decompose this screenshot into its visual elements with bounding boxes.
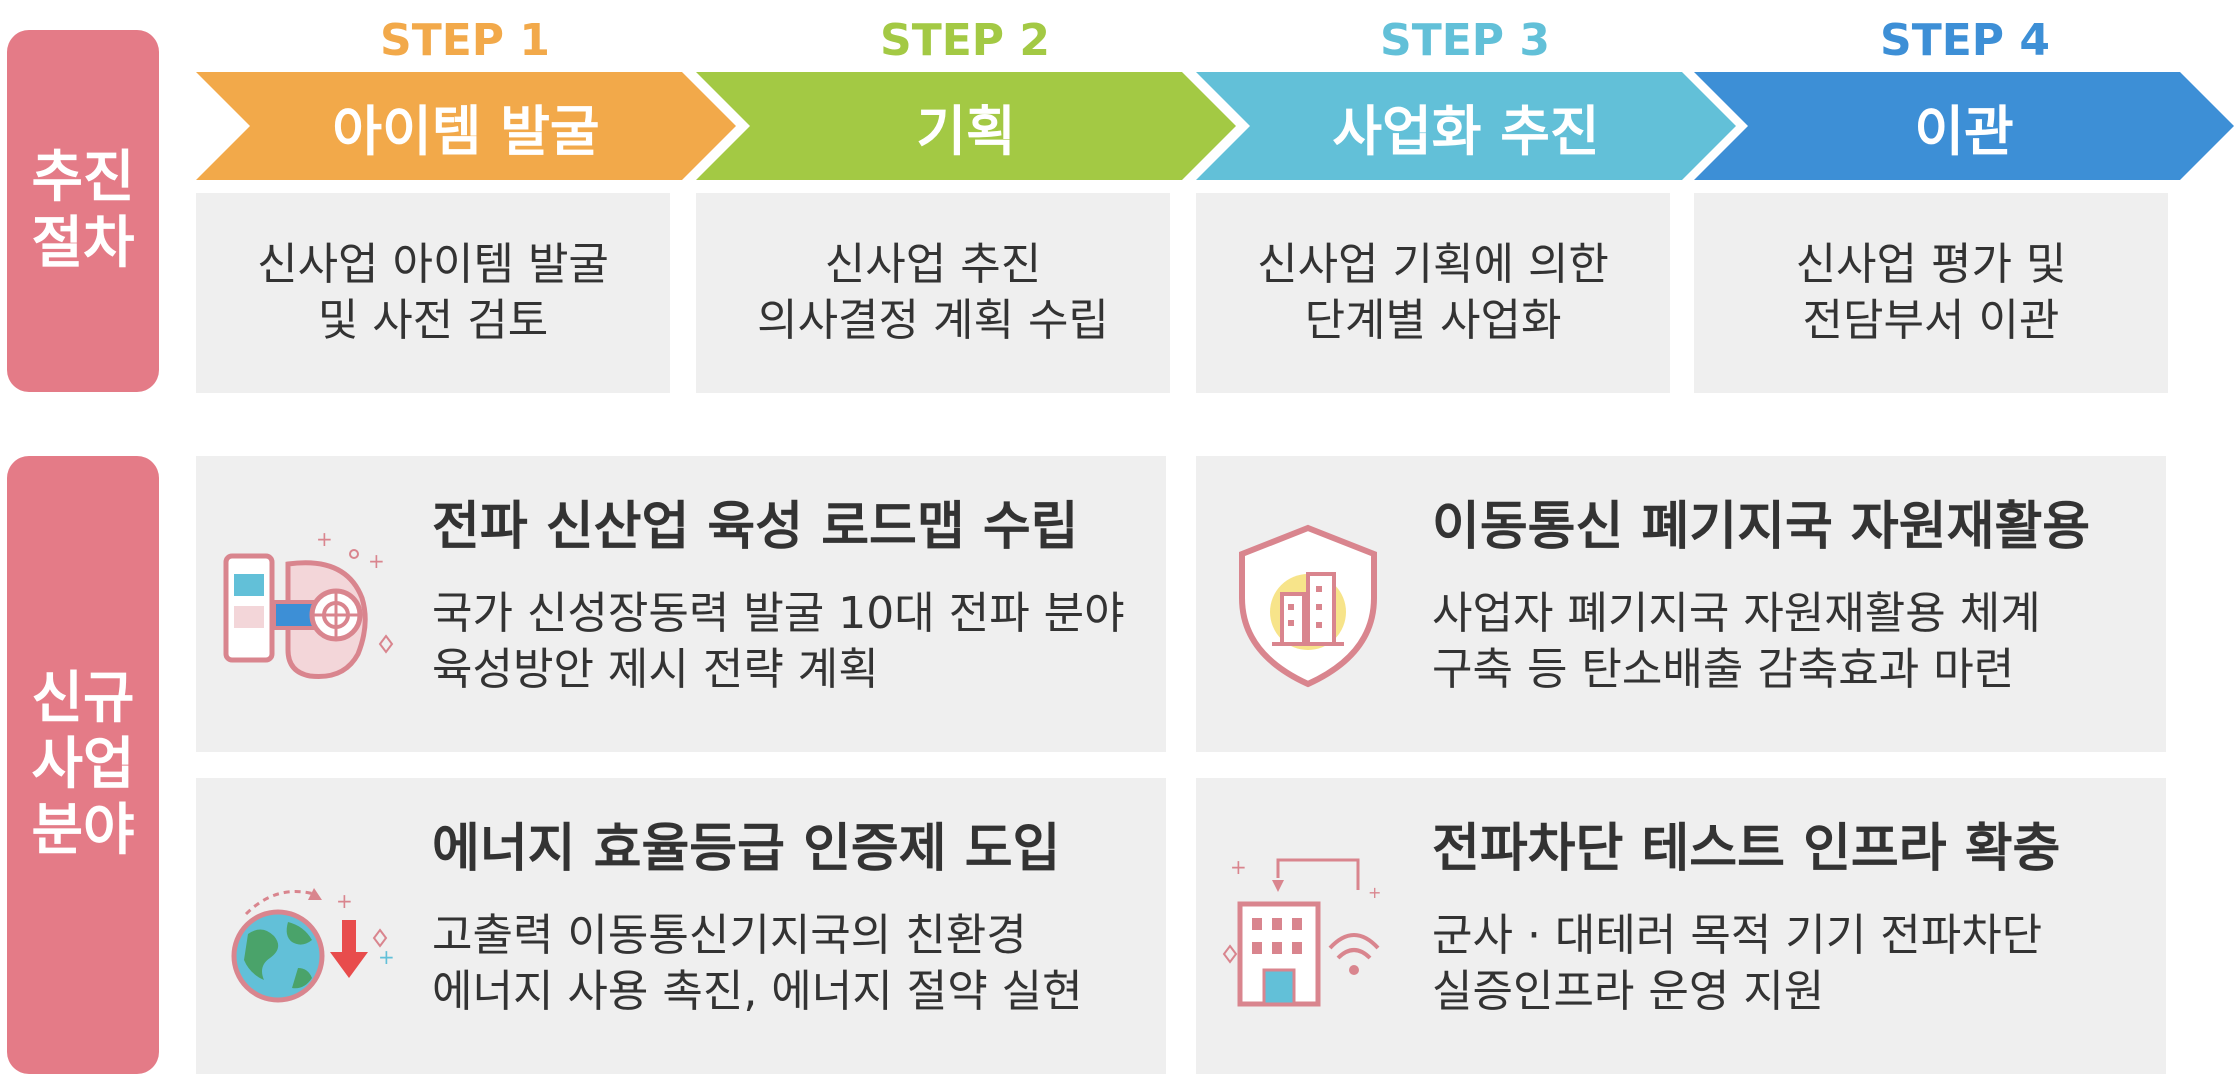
svg-text:+: +	[1230, 855, 1247, 879]
business-desc-blocking: 군사 · 대테러 목적 기기 전파차단 실증인프라 운영 지원	[1432, 910, 2043, 1017]
step-1-desc-box: 신사업 아이템 발굴 및 사전 검토	[196, 193, 670, 393]
business-title-blocking: 전파차단 테스트 인프라 확충	[1432, 819, 2061, 879]
step-3-number: STEP 3	[1380, 15, 1550, 66]
step-4-desc-box: 신사업 평가 및 전담부서 이관	[1694, 193, 2168, 393]
svg-text:+: +	[336, 889, 353, 913]
svg-text:+: +	[378, 945, 395, 969]
svg-text:+: +	[368, 549, 385, 573]
business-desc-roadmap: 국가 신성장동력 발굴 10대 전파 분야 육성방안 제시 전략 계획	[432, 588, 1125, 695]
step-4-chevron: 이관	[1694, 72, 2234, 180]
svg-text:+: +	[1368, 883, 1381, 902]
shield-building-icon	[1239, 524, 1377, 688]
new-business-label: 신규 사업 분야	[7, 456, 159, 1074]
business-desc-energy: 고출력 이동통신기지국의 친환경 에너지 사용 촉진, 에너지 절약 실현	[432, 910, 1083, 1017]
business-card-blocking: + + 전파차단 테스트 인프라 확충 군사 · 대테러 목적 기기 전파차단 …	[1196, 778, 2166, 1074]
step-2-name: 기획	[916, 99, 1016, 163]
business-card-recycling: 이동통신 폐기지국 자원재활용 사업자 폐기지국 자원재활용 체계 구축 등 탄…	[1196, 456, 2166, 752]
procedure-label: 추진 절차	[7, 30, 159, 392]
step-4-number: STEP 4	[1880, 15, 2050, 66]
step-1-chevron: 아이템 발굴	[196, 72, 736, 180]
step-2-chevron: 기획	[696, 72, 1236, 180]
business-title-recycling: 이동통신 폐기지국 자원재활용	[1432, 497, 2091, 557]
step-1-name: 아이템 발굴	[332, 99, 600, 163]
vr-headset-phone-icon: + +	[223, 527, 394, 680]
svg-text:+: +	[316, 527, 333, 551]
business-card-energy: + + 에너지 효율등급 인증제 도입 고출력 이동통신기지국의 친환경 에너지…	[196, 778, 1166, 1074]
business-title-energy: 에너지 효율등급 인증제 도입	[432, 819, 1061, 879]
step-1-desc: 신사업 아이템 발굴 및 사전 검토	[257, 239, 609, 346]
business-title-roadmap: 전파 신산업 육성 로드맵 수립	[432, 497, 1079, 557]
business-card-roadmap: + + 전파 신산업 육성 로드맵 수립 국가 신성장동력 발굴 10대 전파 …	[196, 456, 1166, 752]
step-2-desc-box: 신사업 추진 의사결정 계획 수립	[696, 193, 1170, 393]
earth-arrow-down-icon: + +	[231, 888, 395, 1003]
step-3-desc: 신사업 기획에 의한 단계별 사업화	[1257, 239, 1609, 346]
step-4-desc: 신사업 평가 및 전담부서 이관	[1795, 239, 2067, 346]
step-1-number: STEP 1	[380, 15, 550, 66]
step-3-name: 사업화 추진	[1332, 99, 1600, 163]
building-wifi-icon: + +	[1222, 855, 1381, 1007]
step-3-chevron: 사업화 추진	[1196, 72, 1736, 180]
step-4-name: 이관	[1914, 99, 2014, 163]
step-2-desc: 신사업 추진 의사결정 계획 수립	[757, 239, 1109, 346]
step-3-desc-box: 신사업 기획에 의한 단계별 사업화	[1196, 193, 1670, 393]
business-desc-recycling: 사업자 폐기지국 자원재활용 체계 구축 등 탄소배출 감축효과 마련	[1432, 588, 2041, 695]
step-2-number: STEP 2	[880, 15, 1050, 66]
